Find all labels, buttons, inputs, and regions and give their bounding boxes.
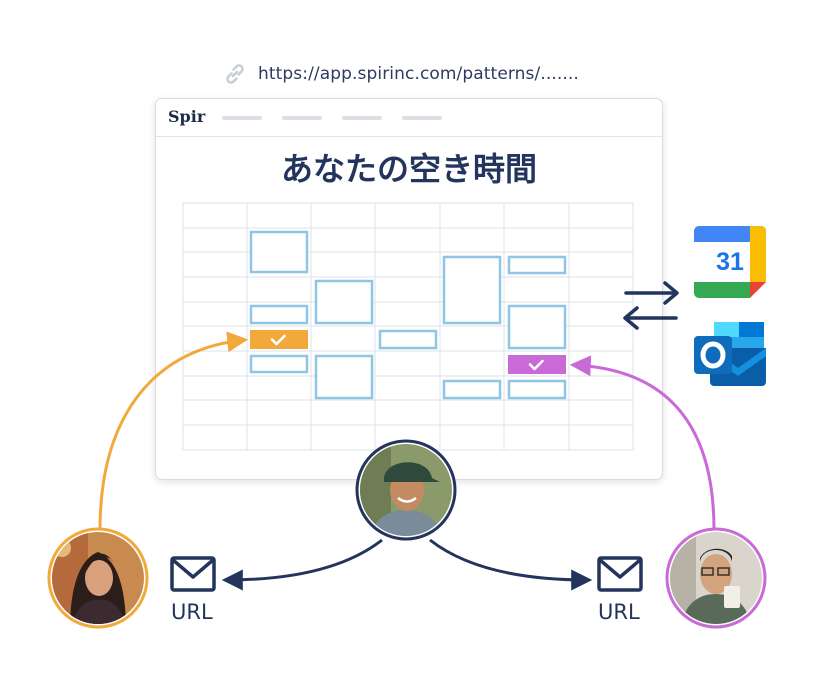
link-url[interactable]: https://app.spirinc.com/patterns/....... xyxy=(258,64,579,84)
free-slot xyxy=(249,304,309,325)
shared-link: https://app.spirinc.com/patterns/....... xyxy=(222,58,579,90)
link-icon xyxy=(222,61,248,87)
header-placeholder xyxy=(282,116,322,120)
mail-icon xyxy=(597,556,647,592)
outlook-icon xyxy=(690,316,770,388)
header-placeholder xyxy=(342,116,382,120)
brand-logo: Spir xyxy=(168,107,206,126)
free-slot xyxy=(507,255,567,275)
selected-slot-orange xyxy=(250,330,308,349)
recipient-avatar-left xyxy=(47,527,149,629)
page-title: あなたの空き時間 xyxy=(280,150,537,188)
orange-arrow xyxy=(98,331,249,531)
header-placeholder xyxy=(222,116,262,120)
free-slot xyxy=(314,279,374,325)
google-calendar-icon: 31 xyxy=(690,222,770,302)
recipient-avatar-right xyxy=(665,527,767,629)
free-slot xyxy=(507,379,567,400)
check-icon xyxy=(270,334,286,346)
check-icon xyxy=(528,359,544,371)
calendar-integrations: 31 xyxy=(690,222,770,388)
email-left: URL xyxy=(170,556,220,636)
navy-arrow-left xyxy=(221,538,383,591)
free-slot xyxy=(249,230,309,274)
google-calendar-date: 31 xyxy=(716,248,744,276)
free-slot xyxy=(442,255,502,325)
free-slot xyxy=(442,379,502,400)
sync-arrows-icon xyxy=(623,281,679,330)
navy-arrow-right xyxy=(429,538,593,591)
mail-icon xyxy=(170,556,220,592)
free-slot xyxy=(249,354,309,374)
free-slot xyxy=(314,354,374,400)
url-label-right: URL xyxy=(598,600,640,624)
header-placeholder xyxy=(402,116,442,120)
purple-arrow xyxy=(569,355,716,531)
selected-slot-purple xyxy=(508,355,566,374)
free-slot xyxy=(507,304,567,350)
app-window: Spir あなたの空き時間 xyxy=(155,98,663,480)
sender-avatar xyxy=(355,439,457,541)
email-right: URL xyxy=(597,556,647,636)
free-slot xyxy=(378,329,438,350)
window-header: Spir xyxy=(156,99,662,137)
url-label-left: URL xyxy=(171,600,213,624)
